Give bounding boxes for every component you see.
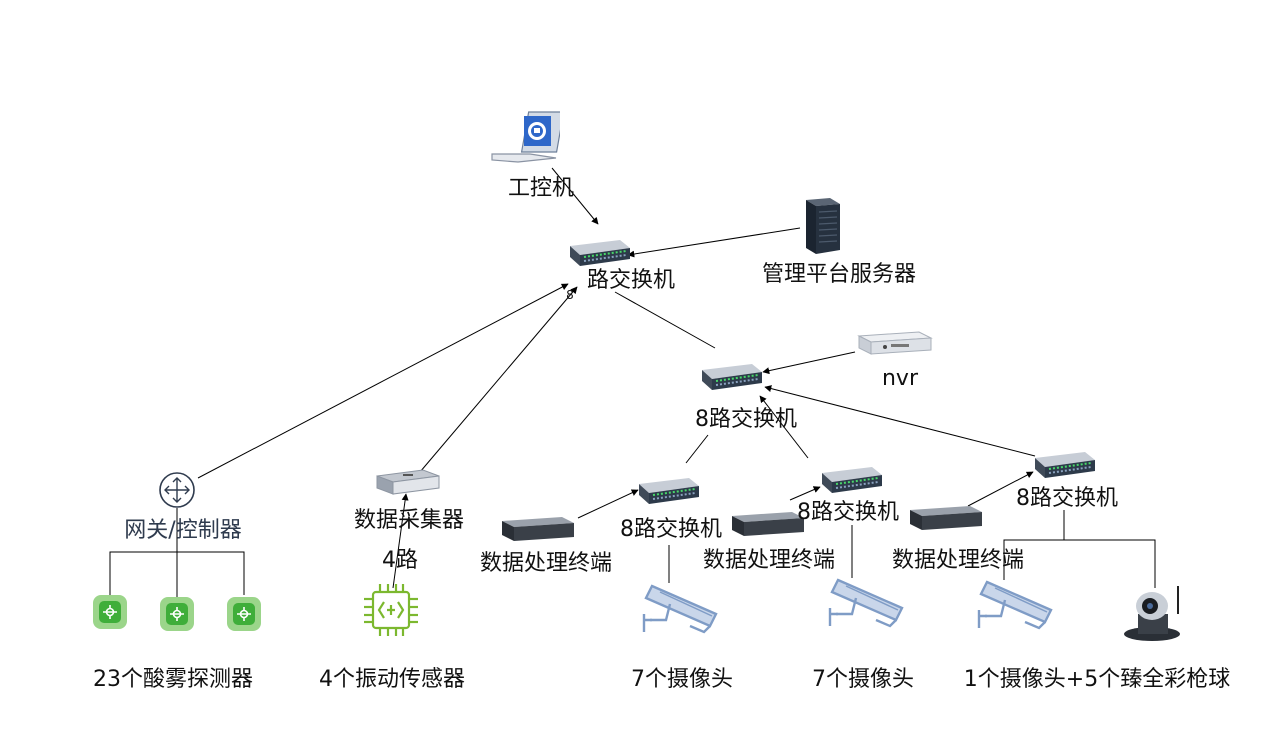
cameras-c-label: 1个摄像头+5个臻全彩枪球 <box>963 667 1231 692</box>
nvr-label: nvr <box>881 366 919 391</box>
network-switch-icon <box>570 240 630 266</box>
link-core-to-mid <box>614 291 716 349</box>
link-server-to-core <box>627 227 801 258</box>
router-icon <box>159 472 195 508</box>
terminal-box-icon <box>502 517 574 541</box>
terminal-box-icon <box>732 512 804 536</box>
network-switch-icon <box>822 467 882 493</box>
switch-a-label: 8路交换机 <box>620 517 722 542</box>
link-switchb-to-mid <box>759 395 809 459</box>
core-switch-number: 8 <box>566 288 574 302</box>
ipc-label: 工控机 <box>507 176 575 201</box>
terminal-b-label: 数据处理终端 <box>702 548 836 573</box>
nvr-icon <box>857 331 933 355</box>
link-switchc-to-ptz <box>1064 539 1156 588</box>
cctv-camera-icon <box>977 580 1053 630</box>
mgmt-server-label: 管理平台服务器 <box>761 262 917 287</box>
link-nvr-to-mid <box>762 351 856 375</box>
cameras-b-label: 7个摄像头 <box>812 667 914 692</box>
server-rack-icon <box>806 198 840 254</box>
link-terminalb-to-switchb <box>789 486 821 501</box>
chip-sensor-icon <box>364 584 418 636</box>
core-switch-label: 路交换机 <box>586 268 676 293</box>
terminal-a-label: 数据处理终端 <box>479 551 613 576</box>
detector-icon <box>227 597 261 631</box>
mid-switch-label: 8路交换机 <box>695 407 797 432</box>
network-switch-icon <box>702 364 762 390</box>
data-collector-label: 数据采集器 <box>353 508 465 533</box>
detector-icon <box>160 597 194 631</box>
link-collector-to-core <box>419 286 578 473</box>
network-switch-icon <box>1035 452 1095 478</box>
ptz-camera-icon <box>1124 586 1180 641</box>
cctv-camera-icon <box>642 584 718 634</box>
switch-c-label: 8路交换机 <box>1016 486 1118 511</box>
link-terminalc-to-switchc <box>967 471 1034 507</box>
link-terminala-to-switcha <box>577 489 639 519</box>
link-switchc-to-cameras <box>1003 510 1065 580</box>
data-collector-icon <box>376 469 440 495</box>
terminal-c-label: 数据处理终端 <box>891 548 1025 573</box>
cameras-a-label: 7个摄像头 <box>631 667 733 692</box>
acid-detectors-label: 23个酸雾探测器 <box>93 667 253 692</box>
vibration-sensors-label: 4个振动传感器 <box>319 667 465 692</box>
link-switchc-to-mid <box>764 385 1036 457</box>
detector-icon <box>93 595 127 629</box>
network-switch-icon <box>639 478 699 504</box>
link-ipc-to-core <box>551 167 599 225</box>
switch-b-label: 8路交换机 <box>797 500 899 525</box>
laptop-icon <box>491 111 560 163</box>
link-gateway-bus <box>109 551 245 595</box>
link-chip-to-collector <box>392 493 409 589</box>
terminal-box-icon <box>910 506 982 530</box>
cctv-camera-icon <box>828 578 904 628</box>
four-way-label: 4路 <box>382 548 418 573</box>
link-gateway-to-core <box>197 283 569 479</box>
link-mid-to-switcha <box>685 434 709 464</box>
gateway-label: 网关/控制器 <box>124 518 242 543</box>
